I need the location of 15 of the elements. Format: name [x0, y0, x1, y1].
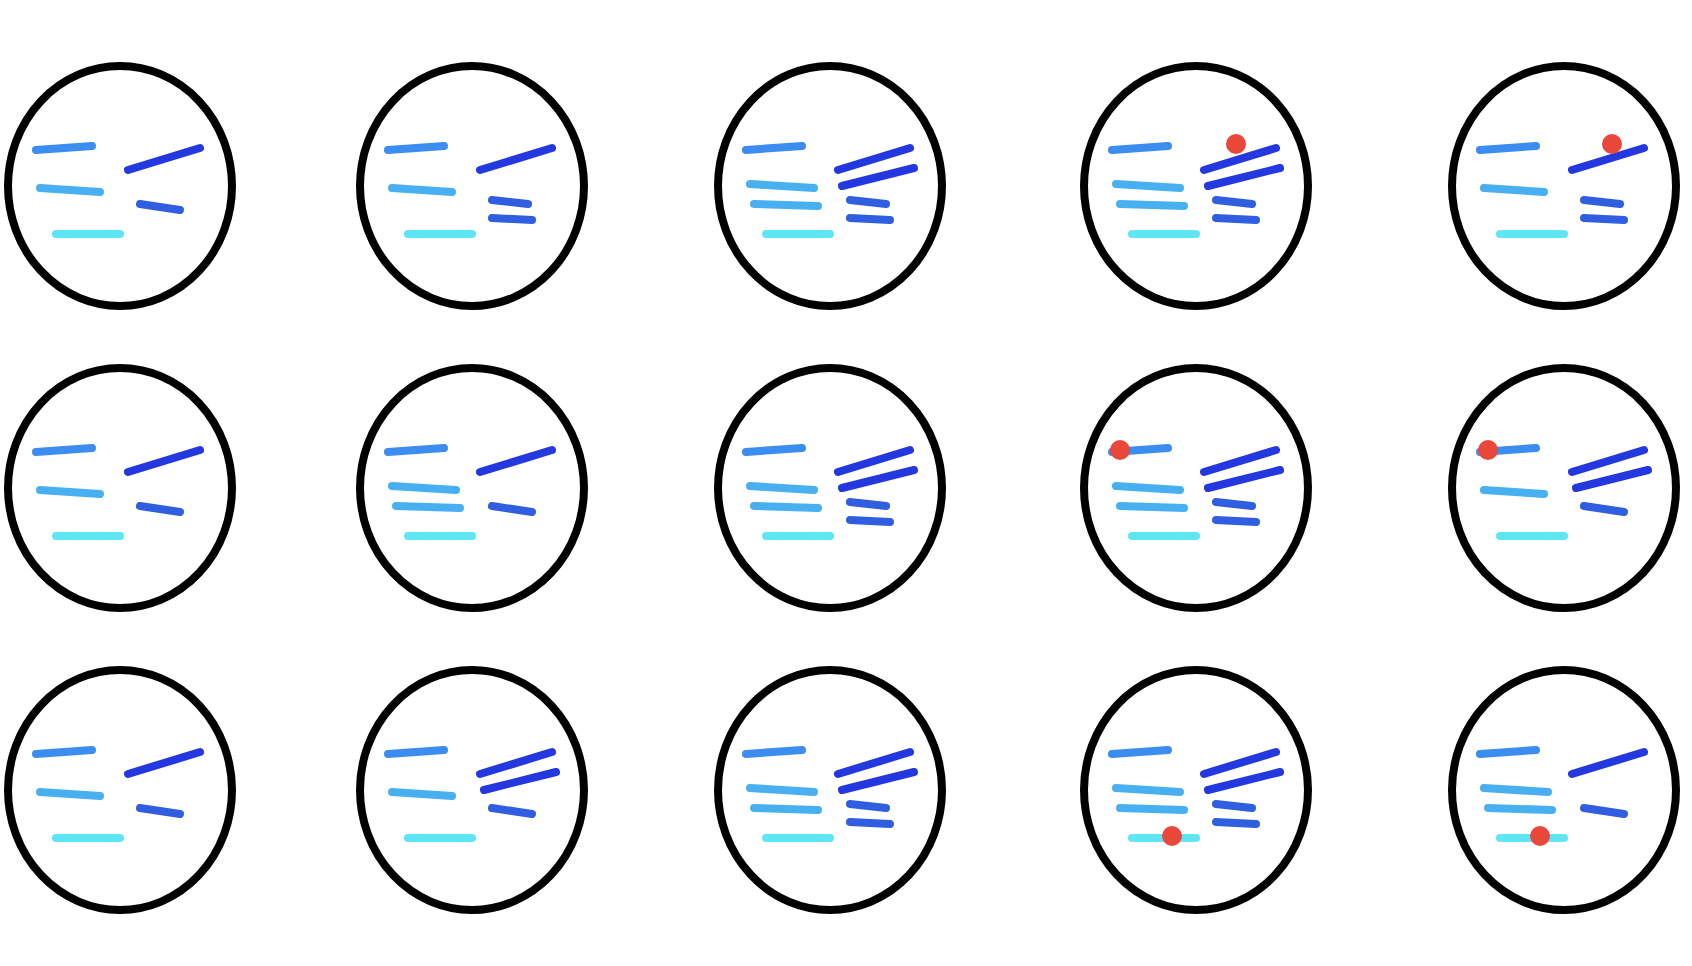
cell-circle — [1076, 60, 1316, 312]
cell-circle — [1444, 362, 1684, 614]
cell-circle — [1444, 664, 1684, 916]
cell-circle — [710, 60, 950, 312]
cell-circle — [0, 60, 240, 312]
cell-circle — [710, 362, 950, 614]
cell-circle — [1076, 362, 1316, 614]
cell-circle — [0, 362, 240, 614]
cell-circle — [352, 60, 592, 312]
cell-circle — [352, 664, 592, 916]
cell-circle — [1076, 664, 1316, 916]
cell-circle — [0, 664, 240, 916]
cell-circle — [1444, 60, 1684, 312]
cell-circle — [710, 664, 950, 916]
cell-circle — [352, 362, 592, 614]
